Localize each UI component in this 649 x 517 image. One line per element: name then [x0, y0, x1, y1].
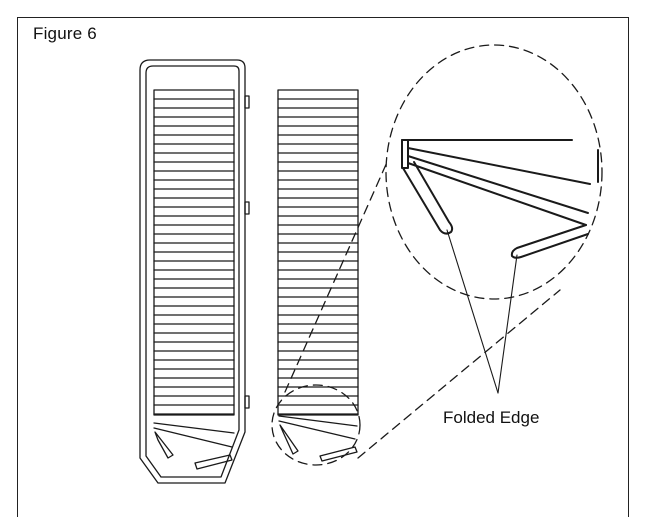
magnifier-detail	[271, 44, 603, 466]
frame-folded-corner	[153, 422, 235, 470]
frame-tab-bottom	[244, 395, 250, 409]
closeup-pleat-lower-top	[407, 162, 587, 226]
frame-inner-outline	[145, 65, 240, 478]
frame-outer-outline	[139, 59, 246, 484]
folded-edge-label: Folded Edge	[443, 408, 540, 427]
folded-edge-right	[510, 224, 589, 259]
callout-leaders	[446, 229, 518, 394]
folded-edge-closeup	[401, 139, 599, 259]
closeup-pleat-block	[401, 139, 409, 169]
closeup-pleat-upper-top	[407, 147, 591, 185]
unframed-pleat-lines	[277, 98, 359, 415]
framed-filter	[139, 59, 250, 484]
unframed-folded-corner	[278, 415, 358, 462]
magnifier-connector-upper	[284, 159, 389, 393]
large-detail-circle	[385, 44, 603, 300]
frame-tab-top	[244, 95, 250, 109]
closeup-pleat-upper-bottom	[407, 155, 589, 214]
frame-pleat-lines	[153, 98, 235, 415]
frame-tab-middle	[244, 201, 250, 215]
magnifier-connector-lower	[357, 289, 561, 459]
figure-title: Figure 6	[33, 24, 97, 43]
small-detail-circle	[271, 384, 361, 466]
unframed-filter	[277, 89, 359, 462]
figure-frame	[17, 17, 629, 517]
folded-edge-left	[402, 161, 454, 235]
